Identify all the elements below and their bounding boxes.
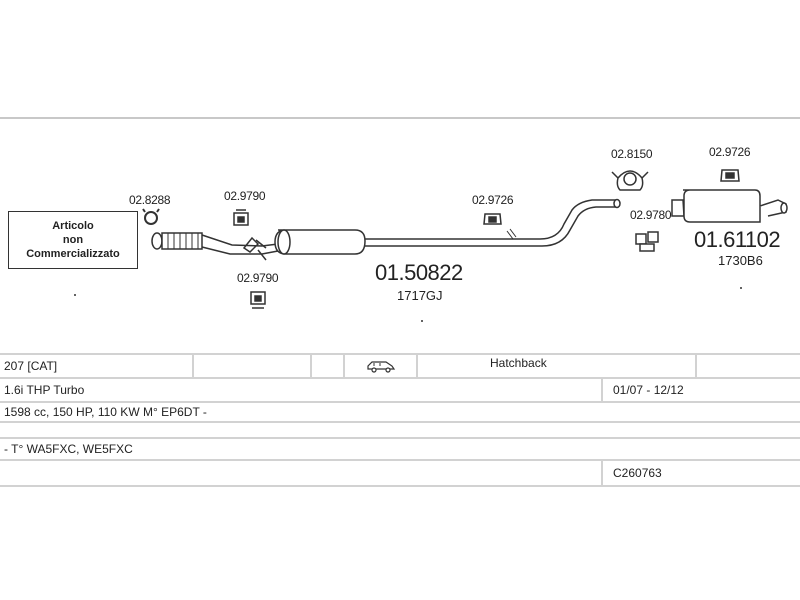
- model-cell: 207 [CAT]: [4, 359, 58, 373]
- hanger-lower-icon: [250, 291, 266, 309]
- rear-silencer: [671, 189, 788, 223]
- table-row-specs: 1598 cc, 150 HP, 110 KW M° EP6DT -: [0, 403, 800, 423]
- rear-silencer-ref: 1730B6: [718, 253, 763, 268]
- diagram-top-border: [0, 117, 800, 119]
- middle-silencer: [274, 229, 366, 255]
- table-row-spacer: [0, 423, 800, 439]
- part-code-hanger-lower[interactable]: 02.9790: [237, 271, 279, 285]
- hanger-upper-icon: [233, 209, 249, 226]
- not-sold-line-3: Commercializzato: [26, 248, 120, 260]
- marker-dot: [740, 287, 742, 289]
- part-code-hanger-upper[interactable]: 02.9790: [224, 189, 266, 203]
- marker-dot: [421, 320, 423, 322]
- not-sold-box: Articolo non Commercializzato: [8, 211, 138, 269]
- table-row-catalog: C260763: [0, 461, 800, 487]
- hanger-rear-small-icon: [635, 231, 659, 252]
- rear-silencer-code[interactable]: 01.61102: [694, 227, 781, 252]
- column-divider: [416, 355, 418, 377]
- column-divider: [310, 355, 312, 377]
- column-divider: [343, 355, 345, 377]
- years-cell: 01/07 - 12/12: [613, 383, 684, 397]
- car-icon: [366, 355, 396, 377]
- type-codes-cell: - T° WA5FXC, WE5FXC: [4, 442, 133, 456]
- exhaust-diagram: [142, 169, 788, 309]
- not-sold-line-2: non: [62, 234, 84, 246]
- middle-silencer-code[interactable]: 01.50822: [375, 260, 463, 285]
- hanger-mid-icon: [483, 213, 502, 225]
- part-code-gasket-rear[interactable]: 02.8150: [611, 147, 653, 161]
- part-code-hanger-rear-top[interactable]: 02.9726: [709, 145, 751, 159]
- table-row-model: 207 [CAT] Hatchback: [0, 355, 800, 379]
- body-type-cell: Hatchback: [490, 356, 547, 370]
- clamp-front-icon: [142, 208, 160, 225]
- column-divider: [695, 355, 697, 377]
- gasket-rear-icon: [611, 170, 649, 191]
- table-top-border: [0, 353, 800, 355]
- hanger-rear-top-icon: [720, 169, 740, 182]
- column-divider: [601, 379, 603, 401]
- hanger-links-icon: [242, 236, 267, 261]
- part-code-clamp-front[interactable]: 02.8288: [129, 193, 171, 207]
- mid-pipe: [365, 198, 621, 247]
- part-code-hanger-mid[interactable]: 02.9726: [472, 193, 514, 207]
- table-row-engine: 1.6i THP Turbo 01/07 - 12/12: [0, 379, 800, 403]
- front-pipe: [151, 232, 279, 255]
- not-sold-line-1: Articolo: [52, 220, 94, 232]
- table-row-type-codes: - T° WA5FXC, WE5FXC: [0, 439, 800, 461]
- catalog-code-cell: C260763: [613, 466, 662, 480]
- part-code-hanger-rear-small[interactable]: 02.9780: [630, 208, 672, 222]
- engine-cell: 1.6i THP Turbo: [4, 383, 85, 397]
- middle-silencer-ref: 1717GJ: [397, 288, 443, 303]
- marker-dot: [74, 294, 76, 296]
- column-divider: [192, 355, 194, 377]
- column-divider: [601, 461, 603, 485]
- specs-cell: 1598 cc, 150 HP, 110 KW M° EP6DT -: [4, 405, 207, 419]
